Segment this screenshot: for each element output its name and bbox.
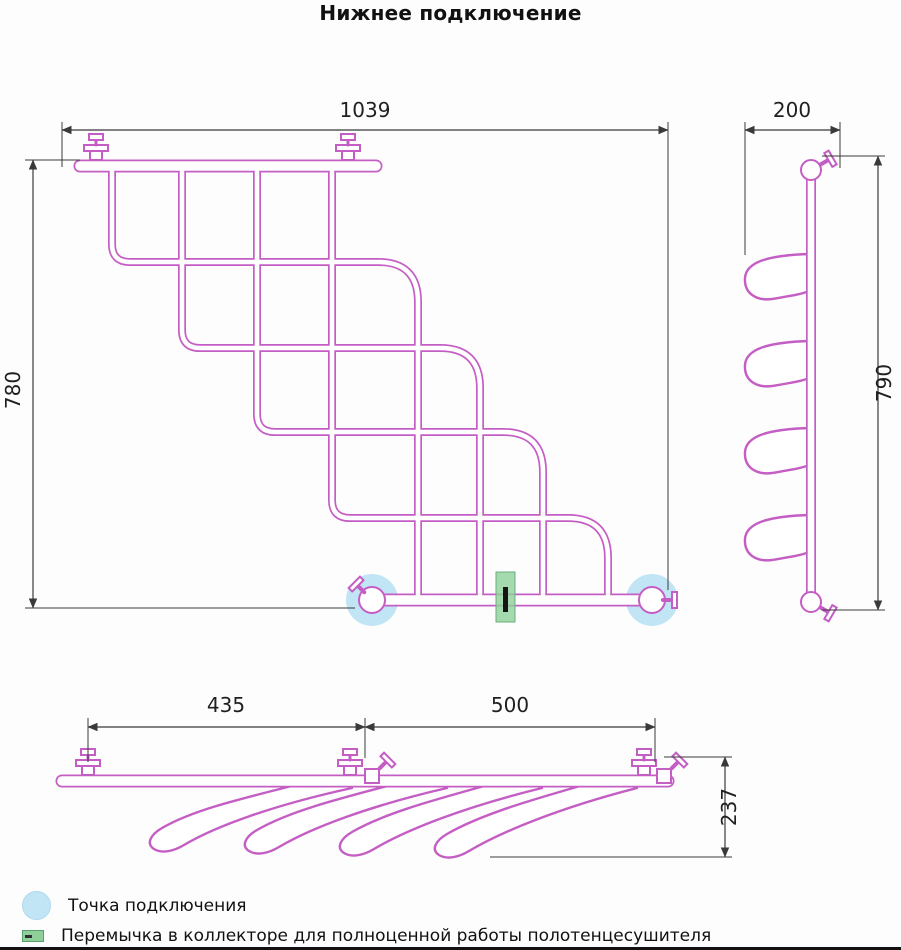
legend-label: Точка подключения (68, 895, 247, 916)
front-fittings (82, 132, 679, 614)
page-title: Нижнее подключение (319, 1, 582, 25)
top-span-left-label: 435 (207, 693, 245, 717)
legend-item-jumper: Перемычка в коллекторе для полноценной р… (22, 926, 711, 946)
front-view (73, 132, 679, 626)
side-bottom-fitting (800, 591, 822, 613)
top-valve-body (656, 768, 672, 784)
legend-label: Перемычка в коллекторе для полноценной р… (61, 926, 712, 946)
pipe-rail-4 (328, 168, 612, 598)
wall-bracket-icon (82, 132, 110, 162)
wall-bracket-icon (334, 132, 362, 162)
top-span-right-label: 500 (491, 693, 529, 717)
top-view (55, 747, 687, 859)
front-pipes (73, 159, 663, 607)
side-fittings (800, 148, 839, 624)
dimensions: 1039 780 200 790 435 500 (1, 98, 896, 858)
jumper-mark (503, 587, 508, 612)
side-hooks (743, 252, 813, 562)
front-height-label: 780 (1, 371, 25, 409)
top-swooshes (148, 774, 639, 859)
pipe-rail-3 (253, 168, 547, 598)
wall-bracket-icon (336, 747, 364, 777)
connection-point-swatch (22, 891, 51, 920)
front-width-label: 1039 (340, 98, 391, 122)
pipe-core (329, 169, 611, 597)
side-rail-profile (743, 339, 813, 388)
top-valve-body (364, 768, 380, 784)
side-rail-profile (743, 513, 813, 562)
side-rail-profile (743, 252, 813, 301)
page-bottom-rule (0, 947, 901, 950)
legend-item-connection-point: Точка подключения (22, 891, 247, 920)
top-rail-profile (433, 774, 639, 859)
top-rail-profile (243, 774, 449, 855)
wall-bracket-icon (630, 747, 658, 777)
pipe-core (109, 169, 421, 597)
front-jumper (495, 571, 516, 623)
side-width-label: 200 (773, 98, 811, 122)
pipe-rail-1 (108, 168, 422, 598)
top-depth-label: 237 (717, 788, 741, 826)
top-rail-profile (148, 774, 354, 853)
jumper-dash-icon (25, 934, 32, 938)
side-height-label: 790 (872, 364, 896, 402)
side-top-fitting (800, 159, 822, 181)
side-view (743, 148, 839, 624)
top-rail-profile (338, 774, 544, 857)
pipe-core (179, 169, 483, 597)
side-rail-profile (743, 426, 813, 475)
jumper-swatch (22, 930, 44, 942)
pipe-core (254, 169, 546, 597)
top-fittings (74, 747, 687, 784)
